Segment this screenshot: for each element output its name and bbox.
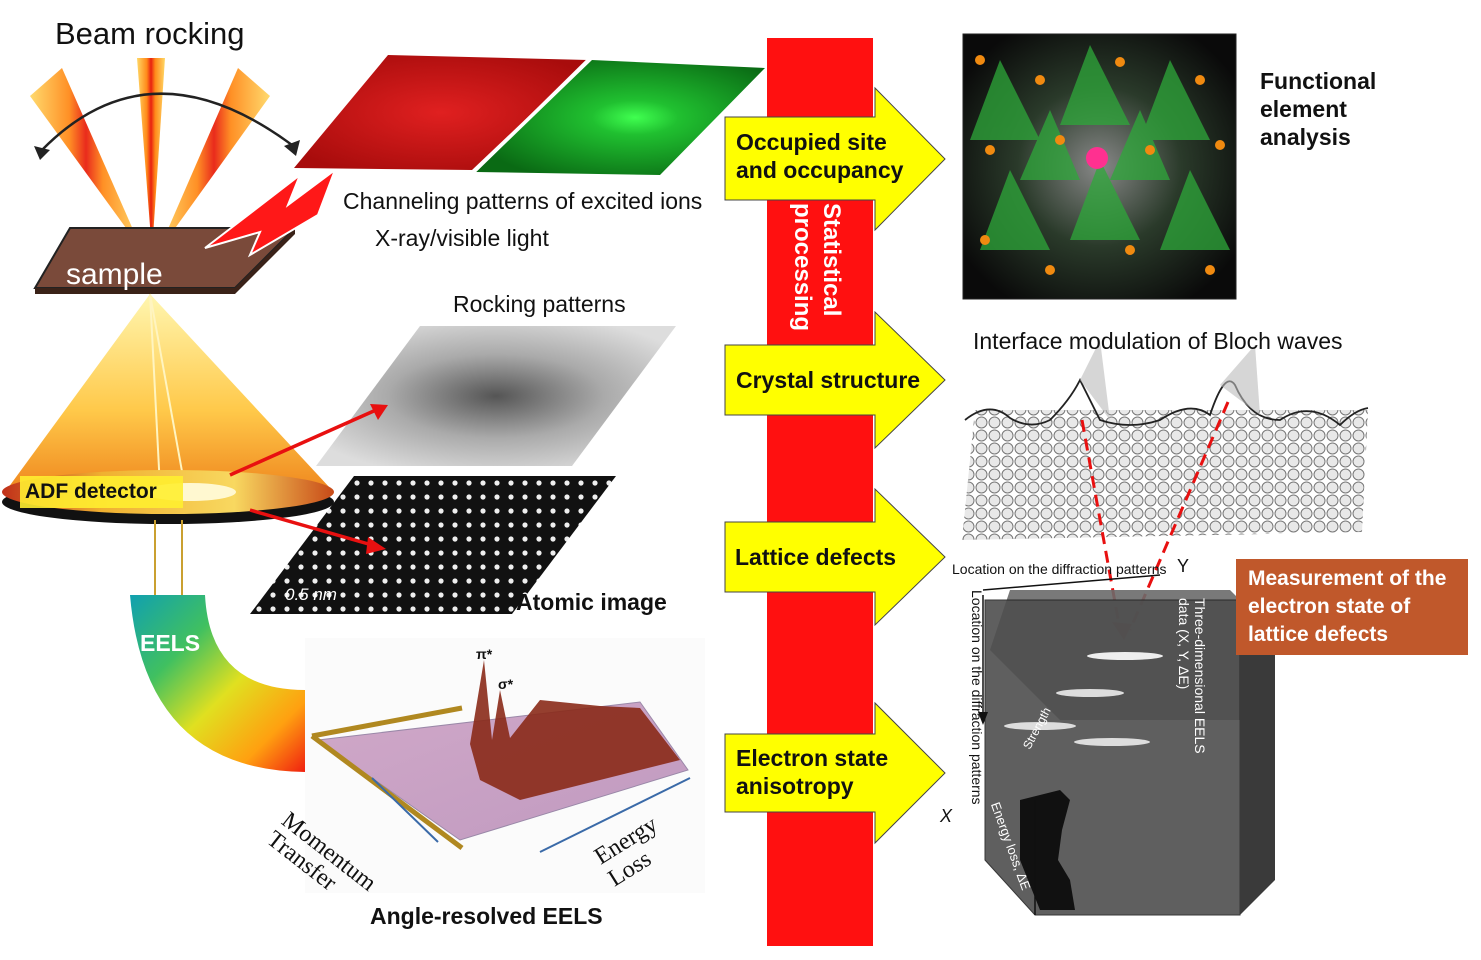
sigma-peak-label: σ*: [498, 676, 514, 692]
adf-detector-label: ADF detector: [25, 480, 157, 503]
eels-spectrometer: [130, 595, 305, 772]
eels-spectrum-shape: [1020, 790, 1075, 910]
bloch-wave-curve: [964, 377, 1369, 427]
cube-x-letter: X: [940, 806, 953, 826]
bloch-waves-label: Interface modulation of Bloch waves: [973, 328, 1343, 354]
bloch-lattice-image: [962, 410, 1368, 540]
channeling-pattern-green: [476, 60, 765, 175]
crystal-tetrahedra: [970, 45, 1230, 250]
rocking-arc-arrow: [41, 92, 293, 151]
scattering-cone: [8, 294, 330, 488]
xray-label: X-ray/visible light: [375, 225, 549, 251]
statistical-processing-label: Statistical processing: [789, 203, 845, 332]
arrow-shape-occupied: [724, 86, 946, 232]
atomic-image-label: Atomic image: [516, 589, 667, 615]
arc-arrowhead-right: [284, 140, 300, 156]
pi-peak-label: π*: [476, 646, 493, 662]
cube-side-axis-label: Location on the diffraction patterns: [969, 590, 985, 805]
rocking-pattern-image: [316, 326, 676, 466]
eels-label: EELS: [140, 630, 201, 656]
arrow-shape-defects: [724, 487, 946, 627]
arrow-label-crystal: Crystal structure: [736, 367, 921, 393]
eels-peak-ridge: [470, 660, 680, 800]
atomic-image: [250, 476, 616, 614]
beam-left: [30, 68, 142, 250]
scale-bar-label: 0.5 nm: [285, 585, 337, 604]
arrow-label-occupied: Occupied site and occupancy: [736, 129, 904, 183]
lightning-bolt-icon: [204, 167, 338, 258]
beam-rocking-title: Beam rocking: [55, 16, 245, 51]
channeling-label: Channeling patterns of excited ions: [343, 188, 703, 214]
cube-y-letter: Y: [1177, 556, 1190, 576]
arrow-label-anisotropy: Electron state anisotropy: [736, 745, 889, 799]
channeling-pattern-red: [294, 55, 588, 170]
center-atom: [1086, 147, 1108, 169]
arrow-label-defects: Lattice defects: [735, 544, 897, 570]
sample-label: sample: [66, 258, 163, 291]
cube-data-label: Three-dimensional EELS data (X, Y, ΔE): [1176, 598, 1208, 754]
arrow-shape-crystal: [724, 310, 946, 450]
rocking-patterns-label: Rocking patterns: [453, 291, 626, 317]
measurement-label: Measurement of the electron state of lat…: [1236, 559, 1468, 655]
angle-resolved-eels-label: Angle-resolved EELS: [370, 903, 603, 929]
arrow-shape-anisotropy: [724, 701, 946, 845]
arc-arrowhead-left: [34, 146, 50, 160]
cube-top-axis-label: Location on the diffraction patterns: [952, 561, 1167, 577]
crystal-atoms: [975, 55, 1225, 275]
beam-center: [137, 58, 165, 252]
functional-element-label: Functional element analysis: [1260, 68, 1377, 150]
